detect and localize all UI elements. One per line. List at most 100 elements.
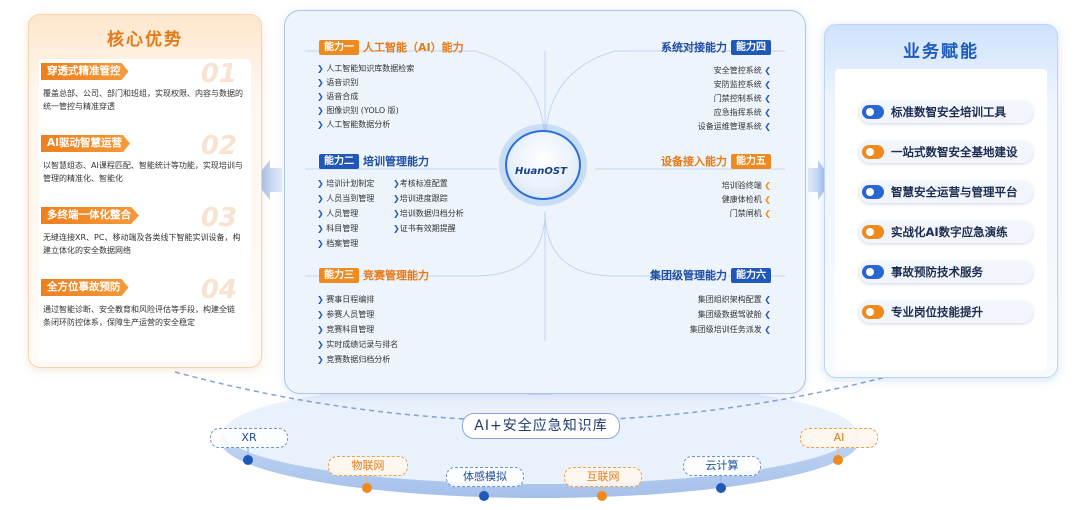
arrow-icon: ❯	[317, 355, 324, 364]
capability-item: ❯考核标准配置	[393, 179, 448, 188]
arrow-icon: ❮	[764, 66, 771, 75]
enablement-item: 实战化AI数字应急演练	[859, 221, 1033, 243]
arrow-icon: ❮	[764, 295, 771, 304]
enablement-label: 一站式数智安全基地建设	[891, 145, 1018, 159]
advantage-number: 02	[200, 131, 237, 161]
capability-tag: 能力一	[319, 40, 359, 55]
capability-6-header: 集团级管理能力能力六	[646, 268, 771, 283]
enablement-item: 事故预防技术服务	[859, 261, 1033, 283]
capability-item: ❯证书有效期提醒	[393, 224, 456, 233]
capability-item: ❯ 竞赛数据归档分析	[317, 355, 391, 364]
node-dot	[479, 491, 489, 501]
arrow-icon: ❮	[764, 310, 771, 319]
advantage-number: 04	[200, 275, 237, 305]
advantage-tag: 多终端一体化整合	[41, 207, 139, 224]
arrow-icon: ❯	[393, 209, 400, 218]
capability-title: 设备接入能力	[661, 155, 727, 168]
node-dot	[243, 455, 253, 465]
arrow-icon: ❯	[317, 120, 324, 129]
arrow-icon: ❯	[317, 295, 324, 304]
capability-1-header: 能力一人工智能（AI）能力	[319, 40, 468, 55]
arrow-icon: ❮	[764, 108, 771, 117]
toggle-icon	[862, 185, 884, 199]
capability-tag: 能力三	[319, 268, 359, 283]
arrow-icon: ❯	[393, 194, 400, 203]
core-advantages-title: 核心优势	[107, 30, 183, 50]
knowledge-base-label: AI+安全应急知识库	[462, 413, 620, 439]
capability-item: 培训验终端 ❮	[721, 181, 771, 190]
capability-item: ❯ 竞赛科目管理	[317, 325, 375, 334]
capability-item: ❯ 图像识别 (YOLO 版)	[317, 106, 399, 115]
arrow-icon: ❮	[764, 209, 771, 218]
business-enablement-panel: 业务赋能 标准数智安全培训工具 一站式数智安全基地建设 智慧安全运营与管理平台 …	[824, 24, 1058, 378]
advantage-tag: 全方位事故预防	[41, 279, 129, 296]
advantage-text: 以智慧组态、AI课程匹配、智能统计等功能，实现培训与管理的精准化、智能化	[43, 161, 243, 183]
capability-item: ❯ 培训计划制定	[317, 179, 375, 188]
arrow-icon: ❯	[317, 209, 324, 218]
enablement-label: 事故预防技术服务	[891, 265, 983, 279]
capability-item: 门禁闸机 ❮	[729, 209, 771, 218]
capability-item: 集团级培训任务派发 ❮	[689, 325, 771, 334]
advantage-text: 通过智能诊断、安全教育和风险评估等手段，构建全链条闭环防控体系，保障生产运营的安…	[43, 305, 235, 327]
capability-item: ❯ 实时成绩记录与排名	[317, 340, 399, 349]
capability-item: 设备运维管理系统 ❮	[697, 122, 771, 131]
tech-internet: 互联网	[564, 467, 642, 487]
capability-item: ❯ 人员管理	[317, 209, 359, 218]
business-enablement-title: 业务赋能	[903, 42, 979, 62]
advantage-text: 覆盖总部、公司、部门和班组，实现权限、内容与数据的统一管控与精准穿透	[43, 89, 243, 111]
capability-item: ❯ 人工智能知识库数据检索	[317, 64, 415, 73]
capability-item: ❯ 语音合成	[317, 92, 359, 101]
tech-xr: XR	[210, 428, 288, 448]
capability-item: 健康体检机 ❮	[721, 195, 771, 204]
capability-4-header: 系统对接能力能力四	[657, 40, 771, 55]
capability-tag: 能力六	[731, 268, 771, 283]
arrow-icon: ❯	[317, 92, 324, 101]
node-dot	[833, 455, 843, 465]
capability-item: ❯ 赛事日程编排	[317, 295, 375, 304]
enablement-label: 实战化AI数字应急演练	[891, 225, 1008, 239]
arrow-icon: ❮	[764, 325, 771, 334]
arrow-icon: ❯	[393, 179, 400, 188]
capability-item: ❯ 语音识别	[317, 78, 359, 87]
capability-tag: 能力五	[731, 154, 771, 169]
capability-item: ❯ 人工智能数据分析	[317, 120, 391, 129]
capability-item: ❯ 参赛人员管理	[317, 310, 375, 319]
advantage-number: 01	[200, 59, 237, 89]
business-enablement-body: 标准数智安全培训工具 一站式数智安全基地建设 智慧安全运营与管理平台 实战化AI…	[835, 69, 1047, 371]
left-arrow-icon	[254, 160, 282, 200]
advantage-number: 03	[200, 203, 237, 233]
arrow-icon: ❯	[317, 194, 324, 203]
arrow-icon: ❮	[764, 122, 771, 131]
enablement-item: 标准数智安全培训工具	[859, 101, 1033, 123]
toggle-icon	[862, 305, 884, 319]
capability-item: 门禁控制系统 ❮	[713, 94, 771, 103]
capability-item: ❯培训进度跟踪	[393, 194, 448, 203]
enablement-label: 智慧安全运营与管理平台	[891, 185, 1018, 199]
toggle-icon	[862, 105, 884, 119]
tech-cloud: 云计算	[683, 456, 761, 476]
capability-item: ❯ 档案管理	[317, 239, 359, 248]
arrow-icon: ❯	[317, 310, 324, 319]
arrow-icon: ❮	[764, 195, 771, 204]
arrow-icon: ❯	[317, 224, 324, 233]
capability-item: ❯ 科目管理	[317, 224, 359, 233]
node-dot	[362, 483, 372, 493]
capability-tag: 能力二	[319, 154, 359, 169]
capability-item: ❯ 人员当到管理	[317, 194, 375, 203]
toggle-icon	[862, 225, 884, 239]
advantage-tag: AI驱动智慧运营	[41, 135, 131, 152]
core-advantages-panel: 核心优势 穿透式精准管控 01 覆盖总部、公司、部门和班组，实现权限、内容与数据…	[28, 14, 262, 368]
capability-title: 人工智能（AI）能力	[363, 41, 464, 54]
enablement-item: 一站式数智安全基地建设	[859, 141, 1033, 163]
enablement-label: 标准数智安全培训工具	[891, 105, 1006, 119]
quadrant-lines	[305, 50, 785, 341]
arrow-icon: ❯	[317, 106, 324, 115]
capability-item: 安全管控系统 ❮	[713, 66, 771, 75]
capability-item: ❯培训数据归档分析	[393, 209, 464, 218]
arrow-icon: ❯	[317, 340, 324, 349]
enablement-item: 智慧安全运营与管理平台	[859, 181, 1033, 203]
tech-motion-sim: 体感模拟	[446, 467, 524, 487]
capability-5-header: 设备接入能力能力五	[657, 154, 771, 169]
arrow-icon: ❯	[317, 179, 324, 188]
capability-2-header: 能力二培训管理能力	[319, 154, 433, 169]
